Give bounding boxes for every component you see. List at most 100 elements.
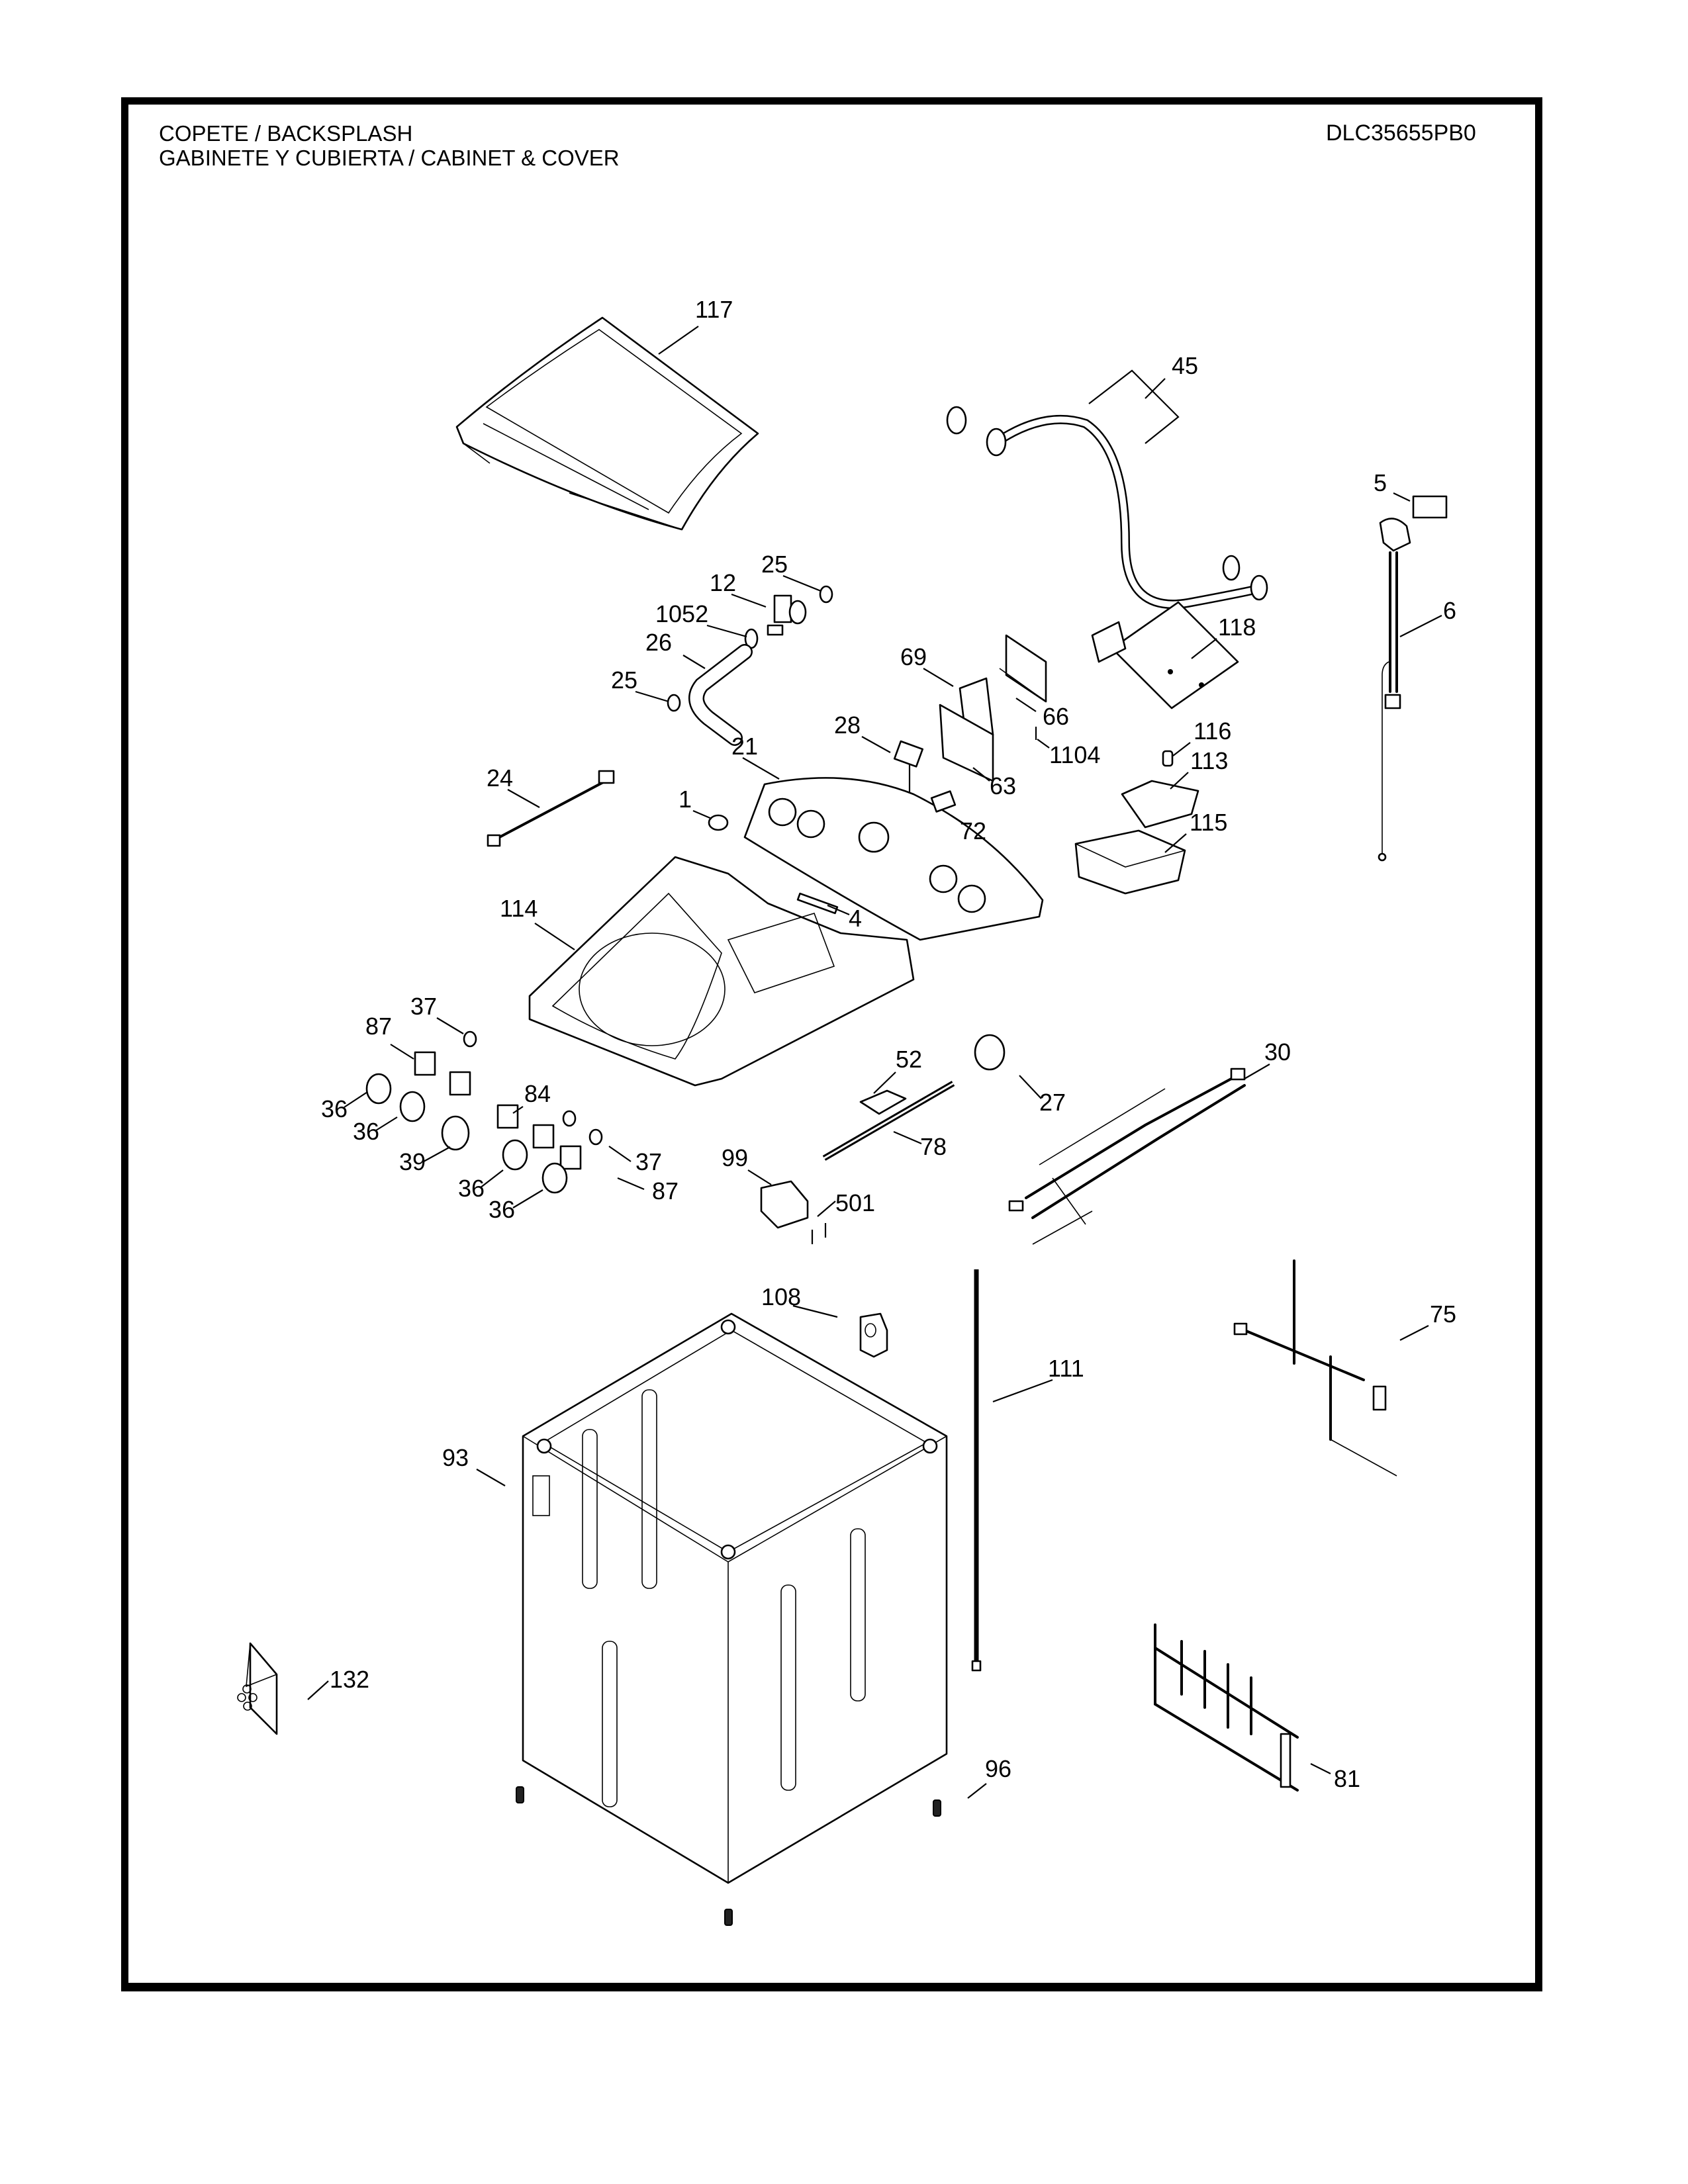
callout-leveling-feet-kit: 132 [307,1666,369,1700]
callout-leader-line [1393,492,1411,502]
callout-leveling-foot: 96 [967,1755,1011,1799]
part-cabinet-93[interactable] [522,1312,948,1884]
part-hose-26[interactable] [688,644,753,746]
part-led-lens-37-upper[interactable] [463,1030,477,1048]
callout-harness: 81 [1310,1763,1360,1792]
part-switch-87-upper[interactable] [414,1051,436,1076]
part-hose-clamp-25-upper[interactable] [819,585,833,604]
part-inlet-hoses-45[interactable] [946,369,1268,610]
callout-leader-line [1037,739,1050,749]
callout-dispenser-drawer: 115 [1164,809,1227,853]
callout-leader-line [507,789,540,808]
callout-label: 1 [679,786,692,813]
callout-screw: 1104 [1037,739,1100,768]
callout-leader-line [742,757,780,780]
callout-label: 118 [1218,614,1256,641]
part-knob-cap-36-a[interactable] [365,1073,392,1105]
part-terminal-block-99[interactable] [760,1180,809,1229]
part-leveling-feet-kit-132[interactable] [237,1642,278,1735]
part-control-board-assembly-118[interactable] [1091,601,1239,709]
part-nameplate-4[interactable] [796,892,839,915]
callout-label: 36 [489,1196,515,1223]
callout-label: 84 [524,1080,551,1107]
callout-power-cord-clamp: 5 [1374,469,1411,502]
callout-leader-line [782,574,821,592]
part-led-lens-37-middle[interactable] [562,1110,577,1127]
callout-leader-line [1310,1763,1331,1774]
callout-label: 25 [611,666,637,694]
part-water-valve-12[interactable] [767,594,807,636]
part-knob-cap-36-b[interactable] [399,1091,426,1122]
part-knob-cap-36-d[interactable] [541,1162,568,1194]
callout-label: 93 [442,1444,469,1471]
part-switch-84[interactable] [496,1104,519,1129]
callout-bracket: 52 [873,1046,922,1094]
part-switch-unlabeled-2[interactable] [532,1124,555,1149]
callout-label: 36 [353,1118,379,1145]
callout-leader-line [617,1177,645,1191]
part-switch-unlabeled-1[interactable] [449,1071,471,1096]
callout-label: 37 [410,993,437,1020]
diagram-border-frame [121,97,1542,1991]
part-leveling-foot-left[interactable] [516,1786,524,1803]
callout-leader-line [1399,1325,1429,1341]
part-main-harness-30[interactable] [1008,1068,1246,1245]
callout-label: 63 [990,772,1016,799]
callout-label: 75 [1430,1300,1456,1328]
part-pressure-tube-78[interactable] [822,1081,955,1161]
part-wire-harness-24[interactable] [487,770,615,847]
part-backsplash-21[interactable] [743,777,1044,941]
callout-label: 96 [985,1755,1011,1782]
callout-dispenser-cup: 113 [1170,747,1228,790]
callout-harness: 75 [1399,1300,1456,1341]
callout-leader-line [423,1146,451,1162]
callout-lid: 117 [658,296,733,355]
callout-label: 26 [645,629,672,656]
part-led-lens-37-lower[interactable] [588,1128,603,1146]
part-lid-switch-28[interactable] [893,740,924,794]
part-top-cover-114[interactable] [528,856,915,1087]
part-knob-1[interactable] [708,814,729,831]
part-leveling-foot-bottom[interactable] [724,1909,733,1926]
part-screws-501[interactable] [811,1223,827,1244]
part-pressure-switch-27[interactable] [974,1034,1006,1071]
part-knob-cap-39[interactable] [441,1115,470,1151]
part-dispenser-drawer-115[interactable] [1074,829,1186,895]
callout-label: 111 [1048,1355,1084,1382]
callout-leader-line [861,736,891,753]
part-corner-bracket-108[interactable] [859,1312,888,1358]
callout-leader-line [608,1146,632,1162]
part-pcb-housing-63[interactable] [939,704,994,782]
callout-label: 39 [399,1148,426,1175]
callout-inlet-hoses: 45 [1145,352,1198,399]
part-harness-75[interactable] [1233,1259,1397,1477]
callout-leader-line [731,593,767,608]
callout-label: 78 [920,1133,947,1160]
callout-label: 114 [500,895,538,922]
callout-leader-line [344,1091,368,1108]
callout-suspension-rod: 111 [992,1355,1084,1403]
callout-label: 45 [1172,352,1198,379]
part-cap-116[interactable] [1162,750,1174,767]
part-bracket-52[interactable] [859,1089,907,1115]
callout-leader-line [967,1783,987,1799]
part-pcb-bracket-66[interactable] [999,634,1047,703]
part-lid-117[interactable] [455,316,759,531]
part-switch-87-lower[interactable] [559,1145,582,1170]
callout-label: 132 [330,1666,369,1693]
callout-lid-switch: 28 [834,711,891,753]
part-knob-cap-36-c[interactable] [502,1139,528,1171]
part-hose-clamp-25-lower[interactable] [667,694,681,712]
part-button-set-72[interactable] [930,790,957,813]
part-power-cord-6[interactable] [1378,495,1448,862]
callout-corner-bracket: 108 [761,1283,838,1318]
part-suspension-rod-111[interactable] [971,1269,982,1672]
callout-switch: 87 [365,1013,414,1060]
part-dispenser-cup-113[interactable] [1121,780,1199,829]
part-leveling-foot-96[interactable] [933,1799,941,1817]
part-harness-81[interactable] [1154,1623,1299,1792]
callout-label: 24 [487,764,513,792]
callout-leader-line [512,1106,524,1114]
callout-leader-line [307,1680,329,1700]
callout-label: 52 [896,1046,922,1073]
